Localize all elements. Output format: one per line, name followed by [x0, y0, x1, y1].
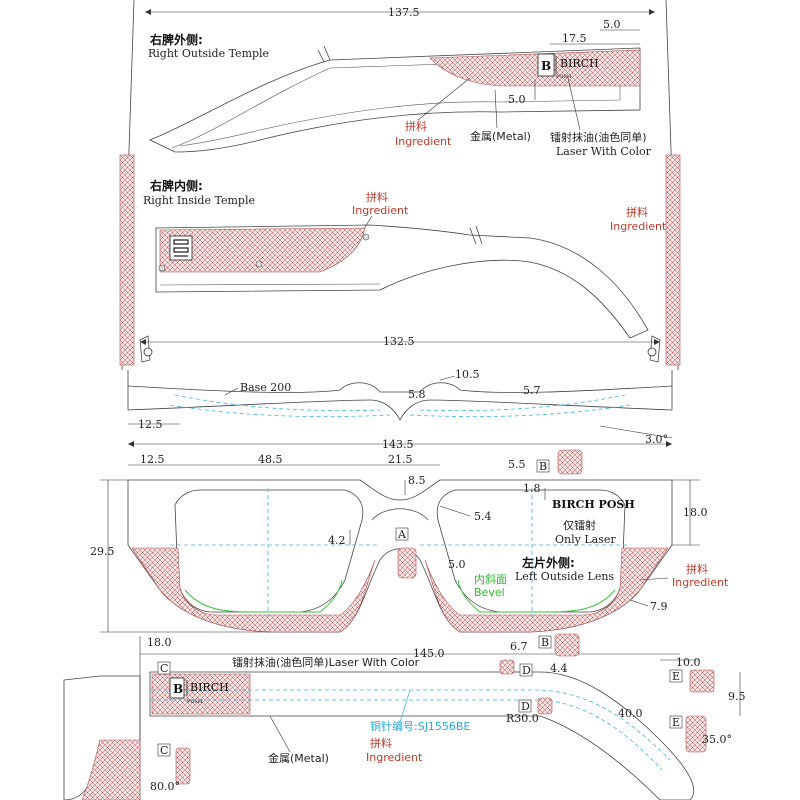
- dim-label-8-5: 8.5: [408, 474, 426, 487]
- left-lens-title-en: Left Outside Lens: [515, 570, 614, 583]
- dim-label-35-0-deg: 35.0°: [702, 733, 732, 746]
- right-inside-ingredient-zh: 拼料: [366, 190, 388, 204]
- frame-outline-right: [665, 0, 681, 370]
- dimension-137-5: 137.5: [145, 6, 655, 19]
- side-ingredient-zh: 拼料: [370, 736, 392, 750]
- right-inside-title-zh: 右脾内侧:: [149, 178, 203, 193]
- dim-label-5-4: 5.4: [474, 510, 492, 523]
- box-label-e2-side: E: [672, 716, 680, 729]
- dim-label-4-4: 4.4: [550, 662, 568, 675]
- side-ingredient-en: Ingredient: [610, 220, 667, 233]
- right-outside-brand-sub: POSH: [556, 74, 572, 80]
- front-laser-en: Only Laser: [555, 533, 616, 546]
- frame-outline-left: [119, 0, 135, 370]
- side-brand: BIRCH: [190, 681, 229, 694]
- bevel-zh: 内斜面: [474, 572, 507, 586]
- right-inside-ingredient-en: Ingredient: [352, 204, 409, 217]
- dim-label-5-0-front: 5.0: [448, 558, 466, 571]
- front-brand: BIRCH POSH: [552, 498, 635, 511]
- dim-label-137-5: 137.5: [388, 6, 420, 19]
- side-laser-label: 镭射抹油(油色同单)Laser With Color: [232, 655, 420, 669]
- right-outside-ingredient-zh: 拼料: [405, 119, 427, 133]
- dim-label-17-5: 17.5: [562, 32, 587, 45]
- dim-label-5-8: 5.8: [408, 388, 426, 401]
- pin-code-label: 铜针编号:SJ1556BE: [370, 719, 470, 733]
- dim-label-6-7: 6.7: [510, 640, 528, 653]
- box-label-b-side: B: [541, 636, 549, 649]
- dim-label-10-5: 10.5: [455, 368, 480, 381]
- dim-label-132-5: 132.5: [383, 335, 415, 348]
- dim-label-29-5: 29.5: [90, 545, 115, 558]
- box-label-c2-side: C: [160, 744, 168, 757]
- right-outside-title-zh: 右脾外侧:: [149, 32, 203, 47]
- box-label-d2-side: D: [521, 700, 530, 713]
- right-outside-temple-view: 右脾外侧: Right Outside Temple B BIRCH POSH …: [148, 18, 652, 158]
- dim-label-3-0-deg: 3.0°: [645, 433, 668, 446]
- dim-label-5-0-mid: 5.0: [508, 93, 526, 106]
- top-view: 132.5 Base 200 5.8 10.5 5.7 12.5 143.5 3…: [127, 335, 673, 451]
- dim-label-145-0: 145.0: [413, 647, 445, 660]
- dim-label-10-0: 10.0: [676, 656, 701, 669]
- dim-label-18-0-front: 18.0: [683, 506, 708, 519]
- box-label-d-side: D: [522, 664, 531, 677]
- side-ingredient-zh: 拼料: [626, 205, 648, 219]
- side-view: 18.0 145.0 6.7 B C 镭射抹油(油色同单)Laser With …: [63, 633, 746, 800]
- svg-text:B: B: [541, 59, 551, 73]
- dim-label-5-0-top: 5.0: [603, 18, 621, 31]
- dim-label-40-0: 40.0: [618, 707, 643, 720]
- right-outside-brand: BIRCH: [560, 57, 599, 70]
- dim-label-12-5-front: 12.5: [140, 453, 165, 466]
- r30-label: R30.0: [506, 712, 539, 725]
- front-view: 12.5 48.5 21.5 5.5 B 8.5 1.8 BIRCH POSH …: [90, 449, 729, 633]
- right-inside-temple-view: 右脾内侧: Right Inside Temple 拼料 Ingredient …: [143, 178, 667, 339]
- dim-label-143-5: 143.5: [382, 438, 414, 451]
- right-outside-metal: 金属(Metal): [470, 129, 531, 143]
- top-base-label: Base 200: [240, 381, 291, 394]
- dim-label-7-9: 7.9: [650, 600, 668, 613]
- dim-label-4-2: 4.2: [328, 534, 346, 547]
- dim-label-48-5: 48.5: [258, 453, 283, 466]
- svg-text:B: B: [173, 682, 183, 696]
- front-ingredient-zh: 拼料: [686, 562, 708, 576]
- front-laser-zh: 仅镭射: [563, 518, 596, 532]
- dim-label-12-5-top: 12.5: [138, 418, 163, 431]
- box-label-c-side: C: [160, 662, 168, 675]
- right-outside-ingredient-en: Ingredient: [395, 135, 452, 148]
- dim-label-5-5: 5.5: [508, 458, 526, 471]
- front-ingredient-en: Ingredient: [672, 576, 729, 589]
- side-metal-label: 金属(Metal): [268, 751, 329, 765]
- side-ingredient-en: Ingredient: [366, 751, 423, 764]
- dim-label-80-0-deg: 80.0°: [150, 780, 180, 793]
- dim-label-9-5: 9.5: [728, 690, 746, 703]
- left-lens-title-zh: 左片外侧:: [521, 555, 575, 570]
- box-label-b-front: B: [539, 460, 547, 473]
- box-label-e-side: E: [672, 670, 680, 683]
- dim-label-21-5: 21.5: [388, 453, 413, 466]
- dim-label-1-8: 1.8: [523, 482, 541, 495]
- box-label-a-front: A: [397, 528, 407, 541]
- right-outside-laser-zh: 镭射抹油(油色同单): [550, 130, 647, 144]
- side-brand-sub: POSH: [187, 699, 203, 705]
- bevel-en: Bevel: [474, 586, 505, 599]
- dim-label-18-0-side: 18.0: [147, 636, 172, 649]
- right-inside-title-en: Right Inside Temple: [143, 194, 255, 207]
- right-outside-laser-en: Laser With Color: [556, 145, 652, 158]
- right-outside-title-en: Right Outside Temple: [148, 47, 269, 60]
- dim-label-5-7: 5.7: [523, 384, 541, 397]
